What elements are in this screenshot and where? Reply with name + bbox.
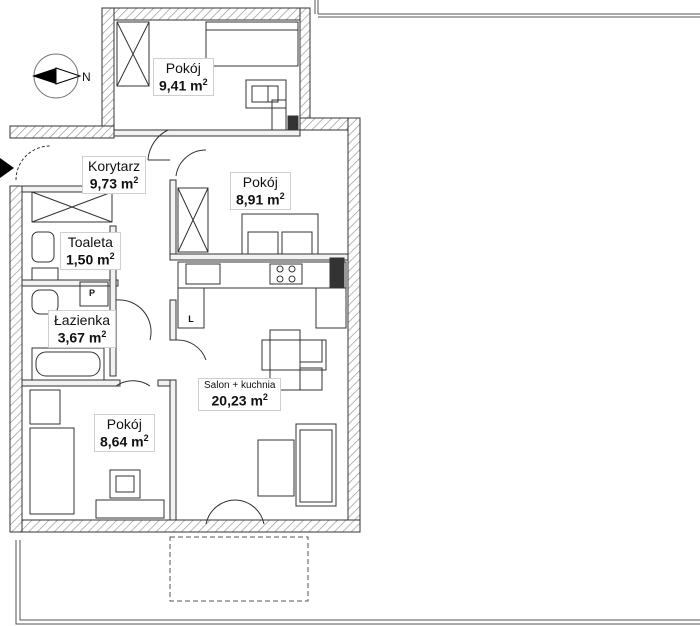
- living-room: [257, 329, 337, 507]
- kitchen: [177, 257, 347, 329]
- room-name: Pokój: [242, 174, 278, 190]
- room-label-bathroom: Łazienka 3,67 m2: [48, 310, 117, 349]
- room-name: Pokój: [106, 416, 142, 432]
- room-label-corridor: Korytarz 9,73 m2: [82, 156, 147, 195]
- room-name: Łazienka: [54, 312, 111, 328]
- room-name: Pokój: [165, 60, 201, 76]
- room-label-toilet: Toaleta 1,50 m2: [60, 232, 121, 271]
- beds: [29, 21, 319, 515]
- room-label-bedroom-south: Pokój 8,64 m2: [94, 414, 155, 453]
- north-letter: N: [82, 70, 91, 84]
- room-area: 8,91 m2: [236, 190, 285, 208]
- terrace-outline: [15, 0, 700, 625]
- room-name: Toaleta: [67, 234, 113, 250]
- compass-rose: [32, 53, 82, 99]
- room-label-bedroom-north: Pokój 9,41 m2: [153, 58, 214, 97]
- room-name: Salon + kuchnia: [204, 380, 276, 391]
- entrance-arrow: [0, 158, 14, 178]
- room-area: 1,50 m2: [66, 250, 115, 268]
- room-area: 20,23 m2: [211, 392, 268, 409]
- desks-chairs: [95, 79, 299, 519]
- room-label-bedroom-east: Pokój 8,91 m2: [230, 172, 291, 211]
- doors: [15, 129, 265, 525]
- boiler-letter: P: [89, 288, 95, 298]
- room-area: 9,41 m2: [159, 76, 208, 94]
- appliance-markers: P L: [89, 288, 194, 324]
- room-area: 9,73 m2: [89, 174, 139, 192]
- interior-walls: [21, 129, 349, 521]
- washer-letter: L: [188, 314, 194, 324]
- room-area: 3,67 m2: [57, 328, 107, 346]
- room-area: 8,64 m2: [100, 432, 149, 450]
- room-label-living-kitchen: Salon + kuchnia 20,23 m2: [198, 378, 282, 412]
- room-name: Korytarz: [88, 158, 141, 174]
- wardrobes: [31, 21, 209, 253]
